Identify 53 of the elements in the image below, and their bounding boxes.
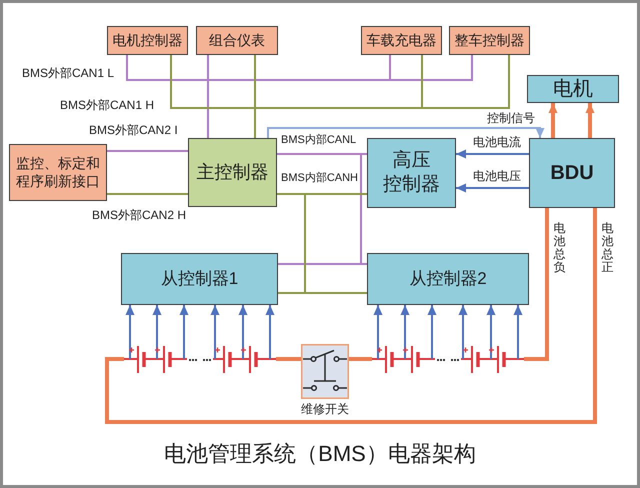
arrow — [374, 305, 382, 344]
arrow — [238, 305, 248, 344]
component-box: 电机控制器 — [107, 26, 188, 55]
arrow — [548, 103, 558, 138]
component-box: 从控制器1 — [121, 253, 278, 305]
component-box: 从控制器2 — [367, 253, 529, 305]
connector-line — [107, 150, 188, 152]
connector-line — [276, 357, 301, 361]
arrow — [514, 305, 522, 344]
edge-label: BMS内部CANH — [281, 172, 358, 185]
edge-label: BMS外部CAN2 H — [92, 209, 186, 223]
connector-line — [107, 193, 188, 195]
connector-line — [276, 193, 368, 294]
edge-label: 电池电压 — [473, 170, 521, 184]
arrow — [180, 305, 188, 344]
edge-label: 控制信号 — [487, 112, 535, 126]
edge-label: BMS外部CAN1 H — [60, 99, 154, 113]
arrow — [458, 305, 468, 344]
arrow — [210, 305, 220, 344]
arrow — [400, 305, 410, 344]
arrow — [428, 305, 436, 344]
component-box: 监控、标定和程序刷新接口 — [9, 144, 107, 201]
component-box: BDU — [529, 138, 615, 208]
arrow — [586, 103, 594, 138]
battery-symbol — [124, 344, 276, 375]
edge-label: 电池总正 — [601, 222, 614, 274]
connector-line — [276, 153, 368, 265]
edge-label: BMS内部CANL — [281, 134, 356, 147]
component-box: 车载充电器 — [361, 26, 442, 55]
connector-line — [524, 208, 549, 361]
edge-label: BMS外部CAN1 L — [22, 67, 114, 81]
arrow — [266, 305, 274, 344]
component-box: 组合仪表 — [196, 26, 278, 55]
edge-label: 电池电流 — [473, 136, 521, 150]
connector-line — [349, 357, 372, 361]
arrow — [267, 127, 544, 138]
connector-line — [170, 54, 510, 139]
edge-label: BMS外部CAN2 I — [89, 124, 178, 138]
caption: 电池管理系统（BMS）电器架构 — [164, 441, 476, 468]
switch-label: 维修开关 — [301, 403, 349, 417]
edge-label: 电池总负 — [553, 222, 566, 274]
arrow — [126, 305, 134, 344]
component-box: 高压控制器 — [367, 138, 456, 208]
component-box: 主控制器 — [188, 138, 277, 207]
arrow — [456, 150, 529, 158]
connector-line — [126, 54, 473, 139]
arrow — [152, 305, 162, 344]
component-box: 整车控制器 — [449, 26, 530, 55]
connector-line — [105, 208, 597, 424]
component-box: 电机 — [527, 75, 619, 103]
arrow — [456, 184, 529, 192]
battery-symbol — [372, 344, 524, 375]
arrow — [486, 305, 496, 344]
